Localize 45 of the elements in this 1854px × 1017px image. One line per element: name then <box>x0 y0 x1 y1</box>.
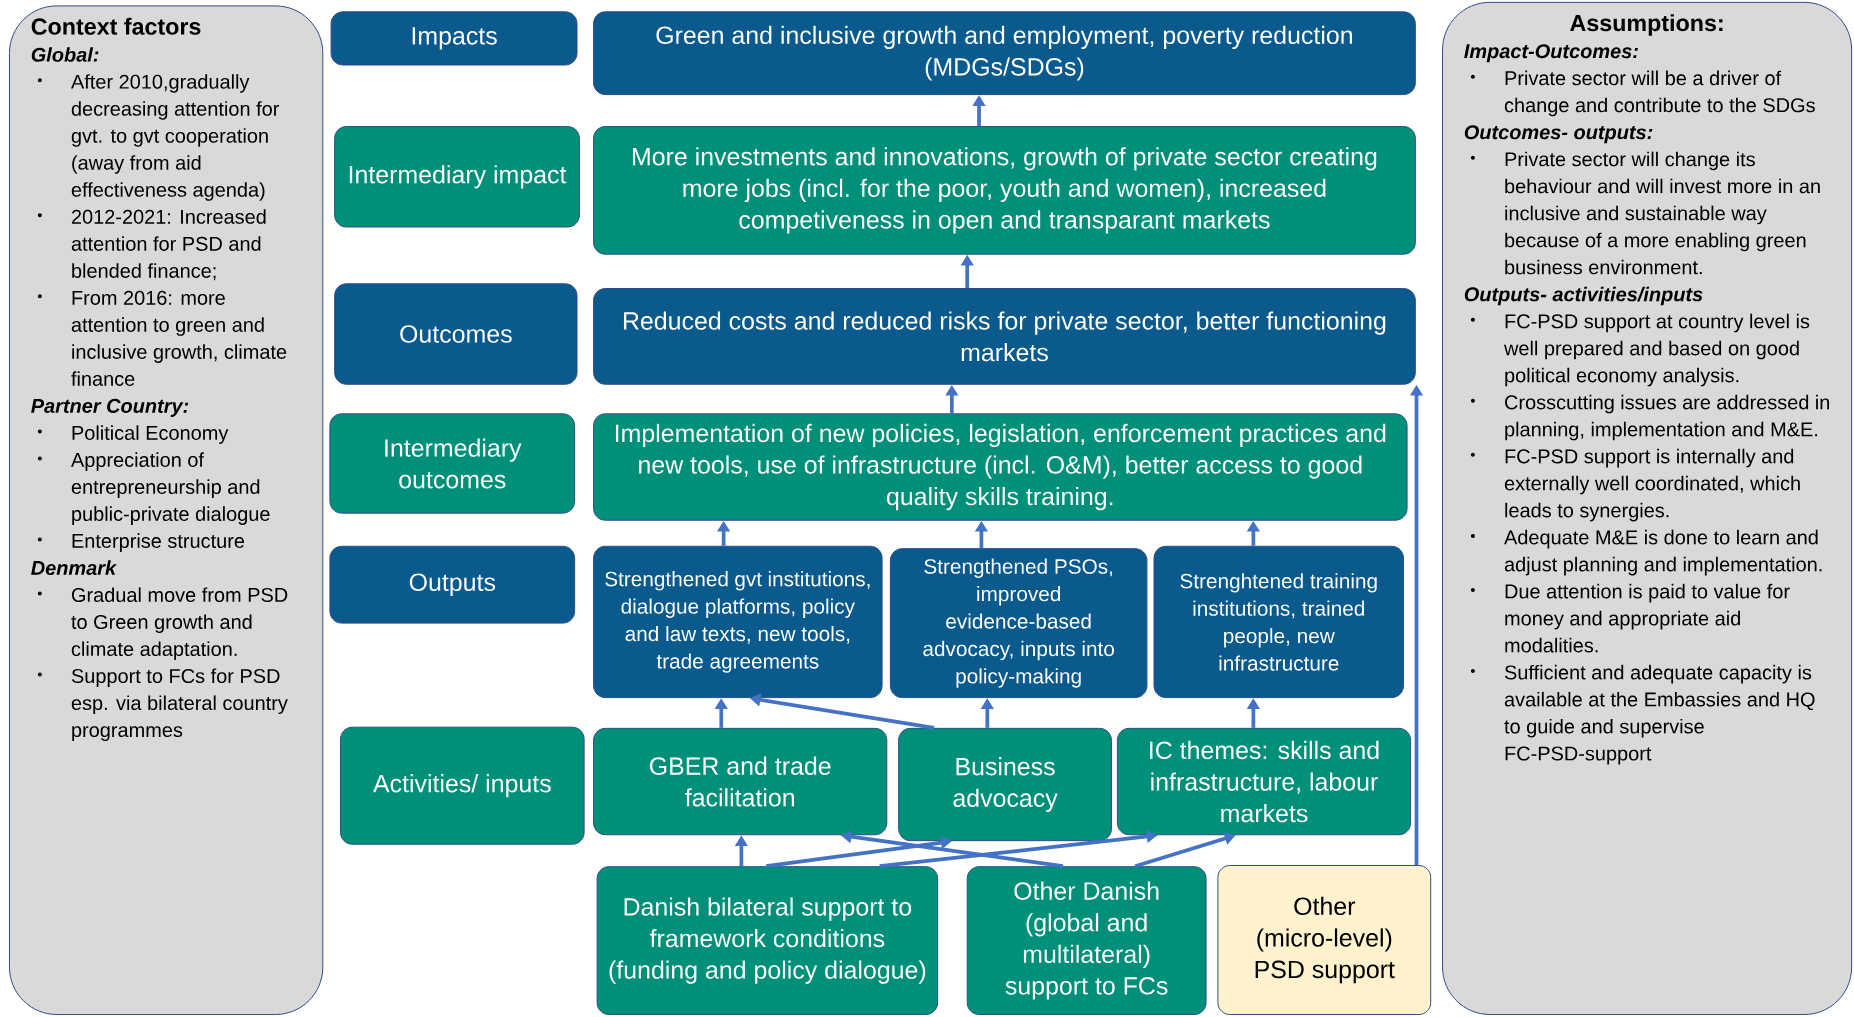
output-box: Strengthened PSOs, improved evidence-based advocacy, inputs into policy-making <box>889 548 1148 699</box>
bullet-item: Political Economy <box>37 425 229 444</box>
level-label: Impacts <box>330 11 578 66</box>
output-box: Strengthened gvt institutions, dialogue platforms, policy and law texts, new tools, trade agreements <box>593 545 883 699</box>
bullet-item: Private sector will change its behaviour and will invest more in an inclusive and sustainable way because of a more enabling green business environment. <box>1470 151 1820 275</box>
side-panel <box>8 5 324 1016</box>
level-label: Outputs <box>329 545 576 624</box>
bullet-item: Due attention is paid to value for money and appropriate aid modalities. <box>1470 583 1790 653</box>
bullet-item: 2012-2021: Increased attention for PSD and blended finance; <box>37 209 266 281</box>
level-label: Intermediary impact <box>334 126 580 228</box>
bullet-item: FC-PSD support is internally and externally well coordinated, which leads to synergies. <box>1470 448 1800 522</box>
input-box: Other (micro-level) PSD support <box>1217 865 1432 1016</box>
panel-heading: Assumptions: <box>1570 14 1723 36</box>
bullet-item: Support to FCs for PSD esp. via bilateral country programmes <box>37 668 288 742</box>
bullet-item: Private sector will be a driver of change and contribute to the SDGs <box>1470 70 1815 117</box>
section-heading: Outputs- activities/inputs <box>1464 286 1703 306</box>
bullet-item: Appreciation of entrepreneurship and public-private dialogue <box>37 452 270 526</box>
level-label: Activities/ inputs <box>340 726 585 845</box>
bullet-item: After 2010,gradually decreasing attention for gvt. to gvt cooperation (away from aid effectiveness agenda) <box>37 74 280 201</box>
bullet-item: Crosscutting issues are addressed in planning, implementation and M&E. <box>1470 394 1829 441</box>
activity-box: Business advocacy <box>898 727 1112 842</box>
bullet-item: FC-PSD support at country level is well prepared and based on good political economy analysis. <box>1470 313 1810 387</box>
result-box: More investments and innovations, growth of private sector creating more jobs (incl. for the poor, youth and women), increased competiveness in open and transparant markets <box>593 126 1416 255</box>
section-heading: Global: <box>31 47 99 62</box>
activity-box: IC themes: skills and infrastructure, labour markets <box>1116 727 1412 836</box>
activity-box: GBER and trade facilitation <box>593 727 888 836</box>
output-box: Strenghtened training institutions, trained people, new infrastructure <box>1153 545 1404 699</box>
section-heading: Impact-Outcomes: <box>1464 44 1638 63</box>
bullet-item: From 2016: more attention to green and inclusive growth, climate finance <box>37 290 287 386</box>
section-heading: Outcomes- outputs: <box>1464 125 1653 144</box>
bullet-item: Adequate M&E is done to learn and adjust planning and implementation. <box>1470 529 1822 576</box>
level-label: Intermediary outcomes <box>329 413 576 514</box>
side-panel <box>1442 1 1853 1016</box>
result-box: Green and inclusive growth and employment, poverty reduction (MDGs/SDGs) <box>593 11 1416 96</box>
section-heading: Denmark <box>31 560 117 576</box>
bullet-item: Sufficient and adequate capacity is available at the Embassies and HQ to guide and supervise FC-PSD-support <box>1470 664 1815 765</box>
panel-heading: Context factors <box>31 17 201 35</box>
section-heading: Partner Country: <box>31 398 189 417</box>
bullet-item: Enterprise structure <box>37 533 245 553</box>
level-label: Outcomes <box>334 283 578 385</box>
bullet-item: Gradual move from PSD to Green growth and climate adaptation. <box>37 587 288 661</box>
input-box: Other Danish (global and multilateral) support to FCs <box>966 866 1207 1016</box>
result-box: Implementation of new policies, legislation, enforcement practices and new tools, use of infrastructure (incl. O&M), better access to good quality skills training. <box>593 413 1408 521</box>
result-box: Reduced costs and reduced risks for private sector, better functioning markets <box>593 288 1416 385</box>
input-box: Danish bilateral support to framework conditions (funding and policy dialogue) <box>596 866 939 1016</box>
